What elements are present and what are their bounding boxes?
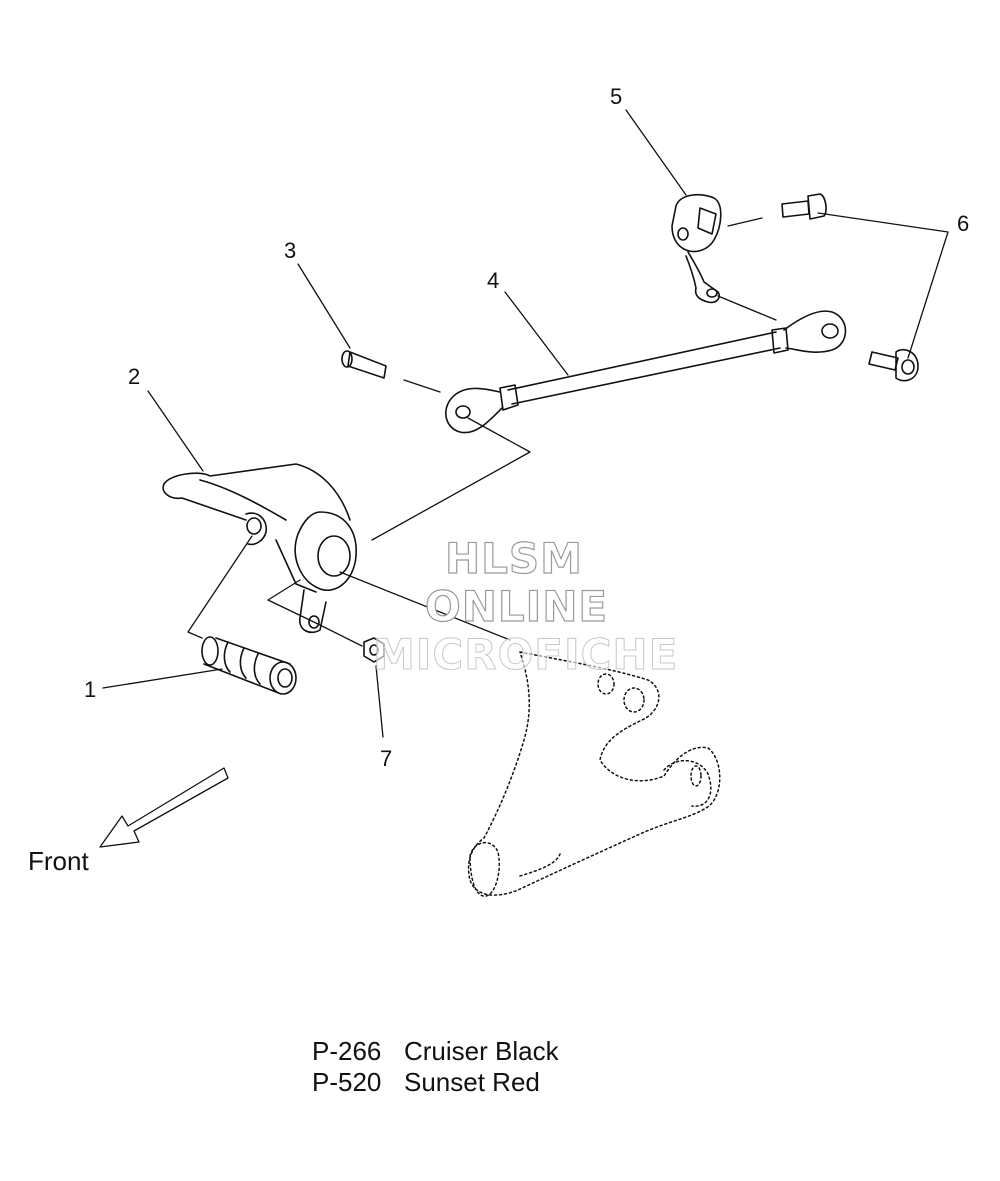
color-code-row: P-520 Sunset Red (312, 1067, 559, 1098)
color-code: P-520 (312, 1067, 382, 1097)
shift-lever-pedal (162, 463, 357, 634)
watermark-line-3: MICROFICHE (372, 630, 679, 680)
callout-7: 7 (380, 746, 392, 771)
callout-4: 4 (487, 268, 499, 293)
flange-bolt-upper (781, 193, 827, 220)
color-code: P-266 (312, 1036, 382, 1066)
callout-3: 3 (284, 238, 296, 263)
watermark-line-1: HLSM (444, 533, 583, 583)
color-code-list: P-266 Cruiser Black P-520 Sunset Red (312, 1036, 559, 1098)
engine-case-phantom (467, 651, 721, 897)
clevis-pin (341, 350, 387, 379)
front-label: Front (28, 846, 89, 876)
assembly-lines (187, 217, 777, 647)
callout-5: 5 (610, 84, 622, 109)
color-name: Sunset Red (404, 1067, 540, 1097)
callout-leaders (102, 109, 949, 738)
shift-lever-upper (671, 193, 722, 304)
color-name: Cruiser Black (404, 1036, 559, 1066)
shift-rod (445, 310, 847, 434)
callout-1: 1 (84, 677, 96, 702)
watermark-line-2: ONLINE (424, 581, 609, 631)
shift-peg-rubber (201, 636, 297, 695)
callout-6: 6 (957, 211, 969, 236)
hex-nut (363, 637, 385, 663)
flange-bolt-lower (868, 348, 919, 382)
color-code-row: P-266 Cruiser Black (312, 1036, 559, 1067)
callout-2: 2 (128, 364, 140, 389)
front-arrow-icon (99, 767, 229, 848)
